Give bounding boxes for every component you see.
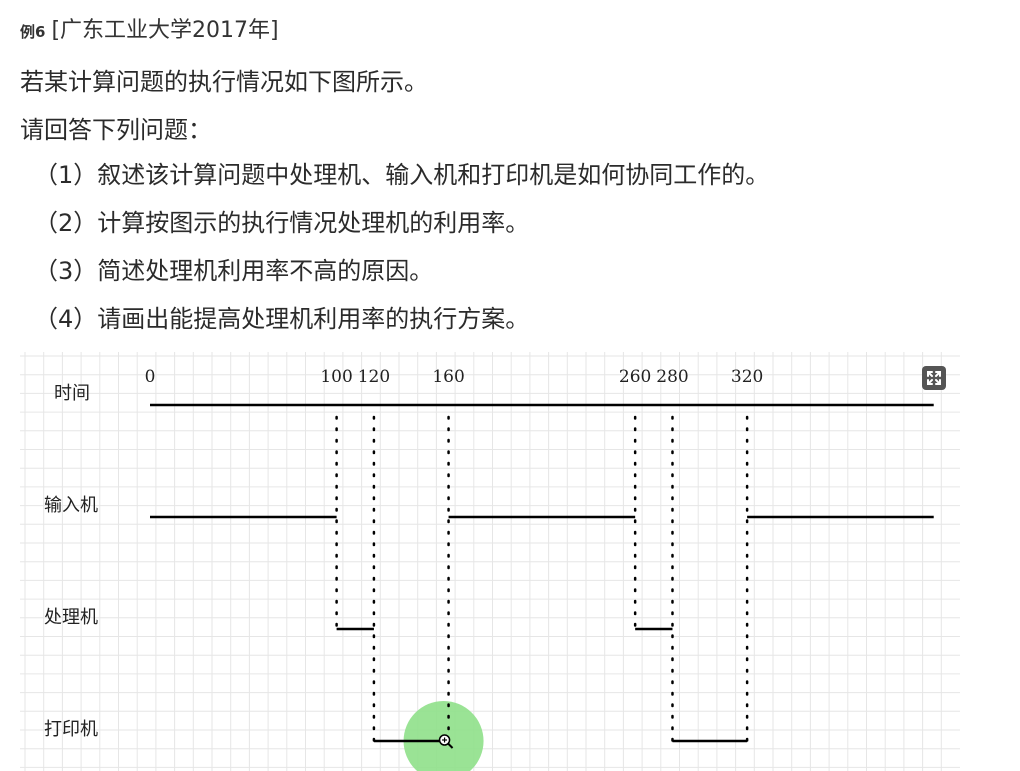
dotted-guides	[335, 415, 749, 743]
time-tick-label: 100	[320, 367, 352, 387]
row-label-printer: 打印机	[44, 719, 98, 740]
time-tick-label: 320	[731, 367, 763, 387]
time-tick-label: 160	[432, 367, 464, 387]
question-4: （4）请画出能提高处理机利用率的执行方案。	[34, 305, 530, 333]
example-tag: 例6	[20, 23, 46, 41]
example-header: 例6 [广东工业大学2017年]	[20, 12, 279, 44]
time-tick-label: 120	[358, 367, 390, 387]
expand-button[interactable]	[922, 366, 946, 390]
example-source: [广东工业大学2017年]	[51, 18, 279, 43]
grid-background	[20, 352, 960, 771]
timeline-bars	[150, 403, 934, 743]
time-tick-label: 280	[656, 367, 688, 387]
row-label-cpu: 处理机	[44, 607, 98, 628]
row-label-time: 时间	[54, 383, 90, 404]
intro-line-2: 请回答下列问题：	[20, 116, 212, 144]
time-tick-label: 0	[145, 367, 156, 387]
intro-line-1: 若某计算问题的执行情况如下图所示。	[20, 68, 428, 96]
zoom-cursor-icon	[438, 734, 454, 749]
time-tick-label: 260	[619, 367, 651, 387]
question-3: （3）简述处理机利用率不高的原因。	[34, 257, 434, 285]
row-label-input: 输入机	[44, 495, 98, 516]
question-1: （1）叙述该计算问题中处理机、输入机和打印机是如何协同工作的。	[34, 161, 770, 189]
question-2: （2）计算按图示的执行情况处理机的利用率。	[34, 209, 530, 237]
expand-icon	[927, 371, 941, 385]
